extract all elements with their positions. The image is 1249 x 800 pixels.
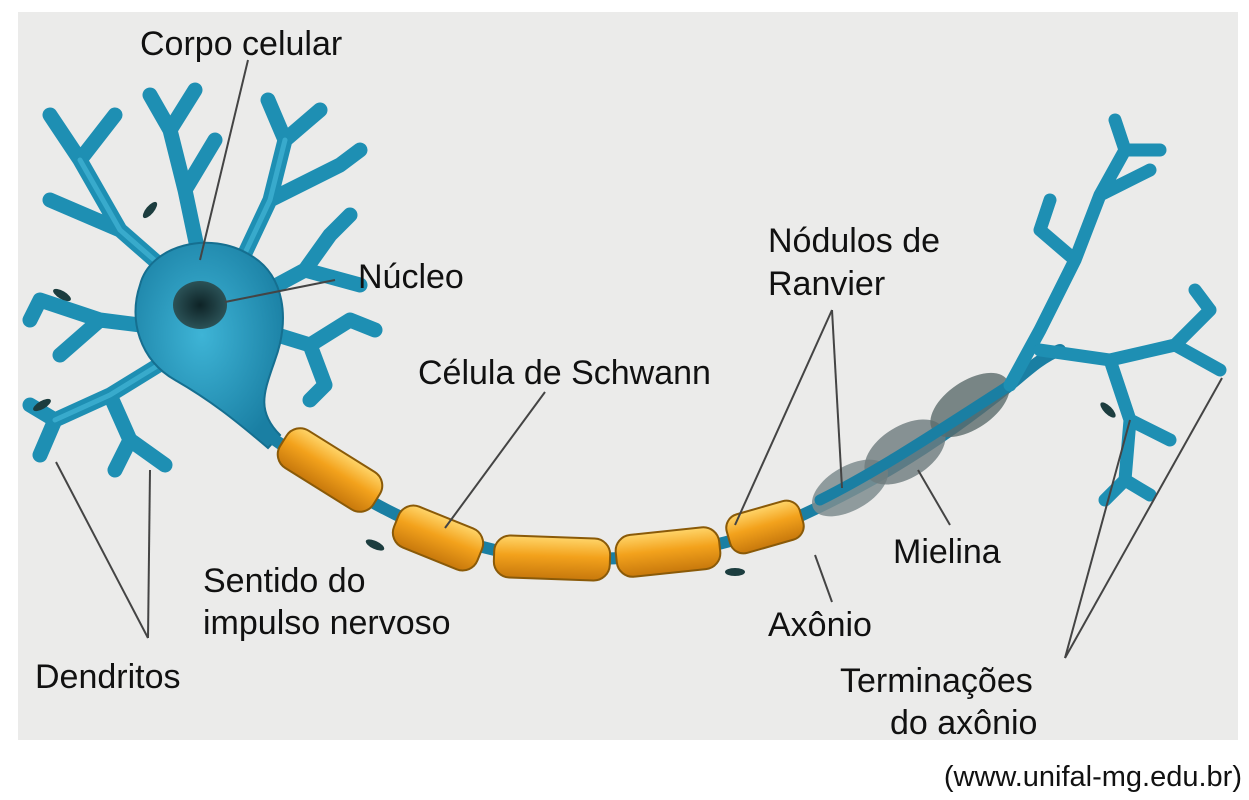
dendrites-left [22,82,383,478]
nucleus [173,281,227,329]
source-caption: (www.unifal-mg.edu.br) [944,761,1242,793]
label-dendritos: Dendritos [35,658,181,696]
schwann-cell [391,504,485,572]
label-nodulos-line2: Ranvier [768,265,885,303]
schwann-cells [276,427,805,582]
myelin-sheath [812,372,1016,517]
leader-lines [55,59,1223,659]
cell-body [134,241,284,450]
label-celula-schwann: Célula de Schwann [418,354,711,392]
impulse-arrows [33,201,1116,576]
label-corpo-celular: Corpo celular [140,25,342,63]
label-nodulos-line1: Nódulos de [768,222,940,260]
label-sentido-line2: impulso nervoso [203,604,451,642]
schwann-cell [614,526,722,578]
label-sentido-line1: Sentido do [203,562,366,600]
schwann-cell [492,534,612,582]
schwann-cell [725,499,805,555]
label-terminacoes-line2: do axônio [890,704,1037,742]
label-axonio: Axônio [768,606,872,644]
label-nucleo: Núcleo [358,258,464,296]
label-terminacoes-line1: Terminações [840,662,1033,700]
schwann-cell [276,427,384,513]
label-mielina: Mielina [893,533,1001,571]
